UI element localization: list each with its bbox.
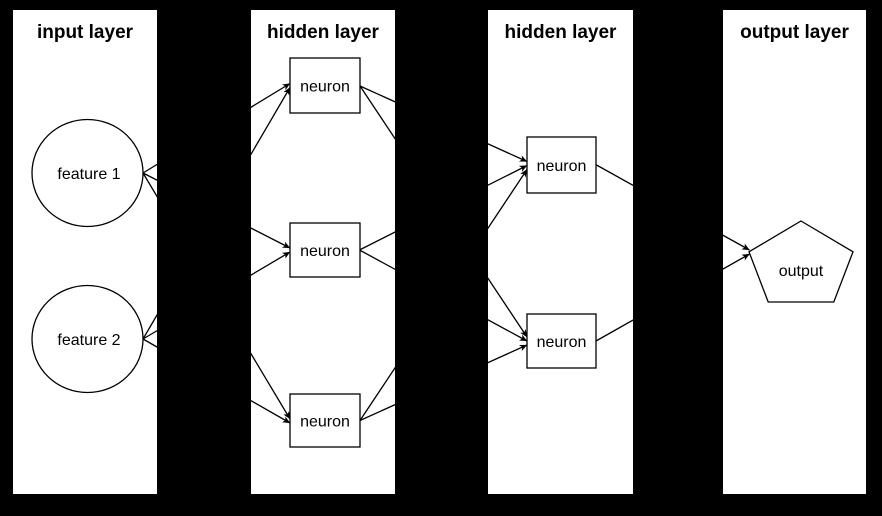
layer-panels-group	[13, 10, 866, 494]
panel-input-layer	[13, 10, 157, 494]
connection-line	[142, 338, 291, 424]
layer-title-hidden-2: hidden layer	[505, 22, 618, 43]
hidden2-neuron-2-label: neuron	[537, 334, 587, 351]
hidden1-neuron-1-node	[289, 57, 361, 114]
connection-line	[359, 169, 528, 421]
connection-line	[359, 344, 528, 422]
connection-line	[359, 85, 528, 163]
panel-hidden-layer-2	[488, 10, 633, 494]
hidden2-neuron-1-label: neuron	[537, 158, 587, 175]
connections-group	[142, 82, 750, 424]
hidden1-neuron-2-node	[289, 222, 361, 278]
hidden1-neuron-2-label: neuron	[300, 243, 350, 260]
layer-title-hidden-1: hidden layer	[267, 22, 380, 43]
layer-title-output: output layer	[740, 22, 849, 43]
layer-title-input: input layer	[37, 22, 134, 43]
feature-2-node	[31, 284, 144, 394]
connection-line	[359, 85, 528, 338]
hidden1-neuron-3-label: neuron	[300, 414, 350, 431]
node-labels-group: feature 1 feature 2 neuron neuron neuron…	[57, 79, 823, 431]
hidden1-neuron-3-node	[289, 393, 361, 448]
connection-line	[142, 251, 291, 340]
connection-line	[142, 82, 291, 174]
feature-2-label: feature 2	[57, 332, 120, 349]
output-label: output	[779, 263, 824, 280]
connection-line	[359, 164, 528, 251]
connection-line	[596, 164, 750, 251]
connection-line	[595, 253, 750, 342]
connection-line	[142, 87, 291, 340]
feature-1-label: feature 1	[57, 166, 120, 183]
nodes-group	[31, 57, 854, 448]
feature-1-node	[31, 118, 144, 228]
layer-titles-group: input layer hidden layer hidden layer ou…	[37, 22, 850, 43]
hidden1-neuron-1-label: neuron	[300, 79, 350, 96]
output-node	[748, 220, 854, 303]
hidden2-neuron-1-node	[526, 136, 597, 194]
hidden2-neuron-2-node	[526, 313, 597, 369]
connection-line	[142, 172, 291, 249]
